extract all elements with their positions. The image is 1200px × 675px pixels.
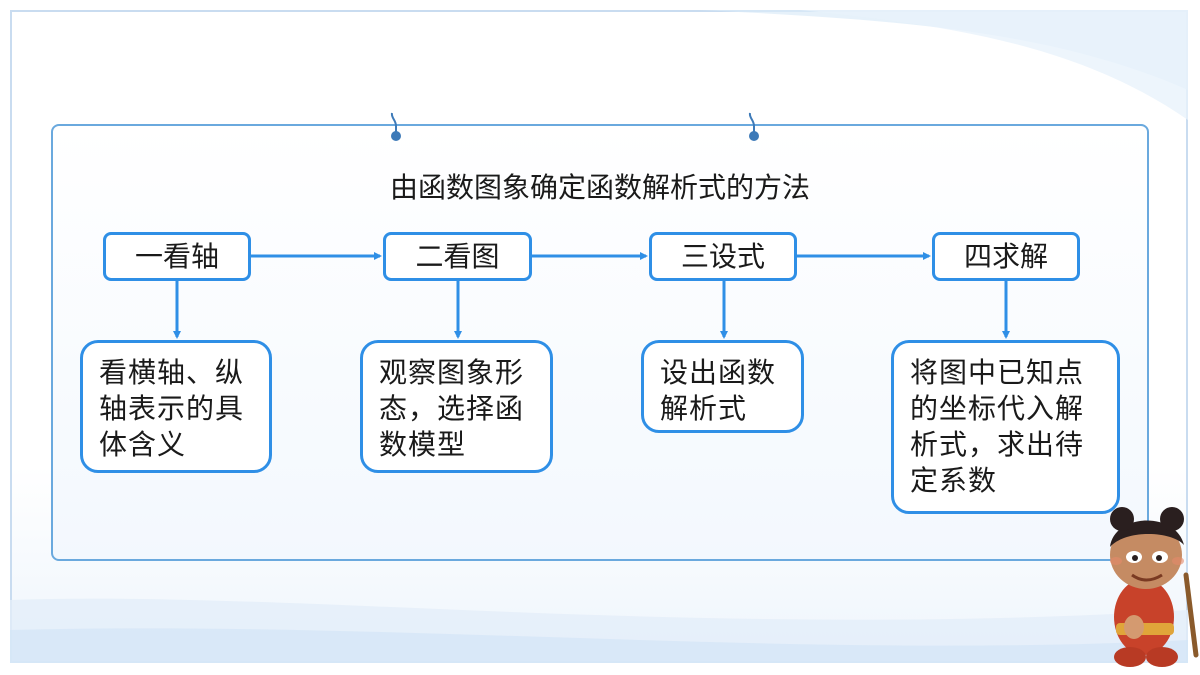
step-box-4: 四求解 [932,232,1080,281]
detail-text: 看横轴、纵轴表示的具体含义 [99,356,245,461]
step-box-2: 二看图 [383,232,532,281]
detail-box-3: 设出函数解析式 [641,340,804,433]
step-box-1: 一看轴 [103,232,251,281]
detail-text: 观察图象形态，选择函数模型 [379,356,525,461]
detail-box-1: 看横轴、纵轴表示的具体含义 [80,340,272,473]
left-hook-icon [390,112,401,141]
step-label: 三设式 [680,239,765,273]
step-label: 四求解 [963,239,1048,273]
mascot-character-illustration [1110,507,1199,667]
step-label: 一看轴 [134,239,219,273]
detail-text: 将图中已知点的坐标代入解析式，求出待定系数 [910,356,1085,497]
diagram-title: 由函数图象确定函数解析式的方法 [389,171,810,204]
detail-text: 设出函数解析式 [660,356,777,425]
detail-box-4: 将图中已知点的坐标代入解析式，求出待定系数 [891,340,1120,514]
right-hook-icon [748,112,759,141]
step-box-3: 三设式 [649,232,797,281]
detail-box-2: 观察图象形态，选择函数模型 [360,340,553,473]
step-label: 二看图 [415,239,500,273]
